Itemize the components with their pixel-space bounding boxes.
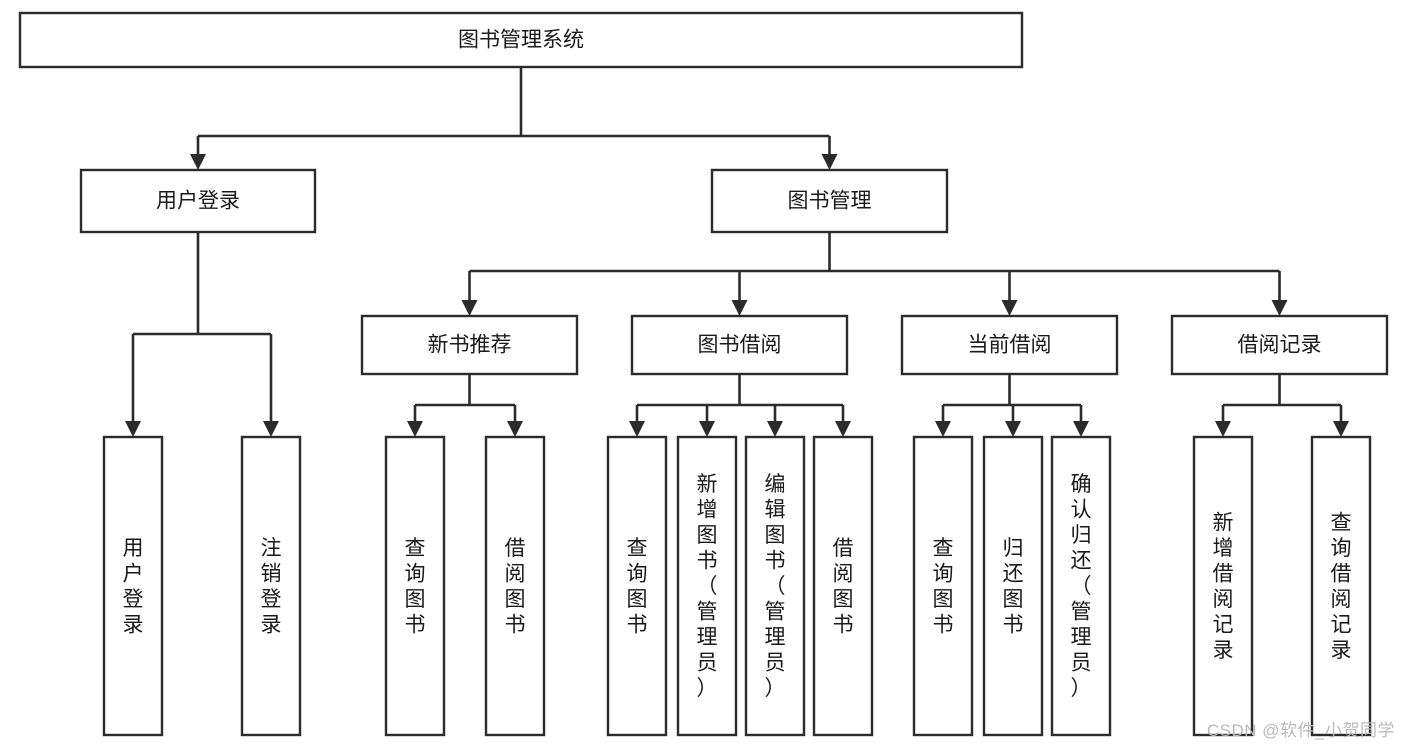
- node-new-book-rec[interactable]: 新书推荐: [360, 314, 579, 376]
- node-leaf-user-logout[interactable]: 注销登录: [240, 435, 302, 737]
- node-leaf-query-book-3[interactable]: 查询图书: [912, 435, 974, 737]
- node-leaf-query-book-2[interactable]: 查询图书: [606, 435, 668, 737]
- node-borrow-record[interactable]: 借阅记录: [1170, 314, 1389, 376]
- node-label-book-manage: 图书管理: [788, 190, 872, 213]
- node-box-borrow-record: [1170, 314, 1389, 376]
- node-label-leaf-query-book-3: 查询图书: [933, 537, 954, 637]
- arrow-head-book-borrow: [731, 300, 748, 316]
- node-box-book-borrow: [630, 314, 849, 376]
- arrow-head-leaf-query-book-2: [629, 421, 645, 437]
- node-label-leaf-query-book-2: 查询图书: [627, 537, 648, 637]
- node-label-leaf-query-book-1: 查询图书: [405, 537, 426, 637]
- node-box-new-book-rec: [360, 314, 579, 376]
- node-layer: 图书管理系统用户登录图书管理新书推荐图书借阅当前借阅借阅记录用户登录注销登录查询…: [18, 11, 1389, 737]
- node-box-leaf-query-book-1: [384, 435, 446, 737]
- node-label-leaf-borrow-book-2: 借阅图书: [833, 537, 854, 637]
- node-label-leaf-return-book: 归还图书: [1003, 537, 1024, 637]
- node-leaf-edit-book[interactable]: 编辑图书（管理员）: [744, 435, 806, 737]
- node-current-borrow[interactable]: 当前借阅: [900, 314, 1119, 376]
- arrow-head-leaf-return-book: [1005, 421, 1021, 437]
- edge-layer: [125, 67, 1349, 437]
- node-book-manage[interactable]: 图书管理: [710, 168, 949, 234]
- node-box-leaf-borrow-book-1: [484, 435, 546, 737]
- node-leaf-return-book[interactable]: 归还图书: [982, 435, 1044, 737]
- node-leaf-query-book-1[interactable]: 查询图书: [384, 435, 446, 737]
- node-label-user-login: 用户登录: [156, 190, 240, 213]
- arrow-head-leaf-add-record: [1215, 421, 1231, 437]
- node-user-login[interactable]: 用户登录: [79, 168, 317, 234]
- node-box-leaf-add-record: [1192, 435, 1254, 737]
- node-leaf-user-login[interactable]: 用户登录: [102, 435, 164, 737]
- arrow-head-user-login: [190, 154, 206, 170]
- node-label-root: 图书管理系统: [458, 29, 584, 52]
- node-leaf-add-record[interactable]: 新增借阅记录: [1192, 435, 1254, 737]
- node-leaf-borrow-book-2[interactable]: 借阅图书: [812, 435, 874, 737]
- node-box-user-login: [79, 168, 317, 234]
- arrow-head-borrow-record: [1271, 300, 1288, 316]
- node-box-leaf-add-book: [676, 435, 738, 737]
- node-label-leaf-user-logout: 注销登录: [261, 537, 282, 637]
- node-box-leaf-confirm-return: [1050, 435, 1112, 737]
- node-label-leaf-query-record: 查询借阅记录: [1331, 511, 1352, 662]
- node-box-leaf-query-record: [1310, 435, 1372, 737]
- node-box-current-borrow: [900, 314, 1119, 376]
- node-label-current-borrow: 当前借阅: [968, 334, 1052, 357]
- arrow-head-leaf-edit-book: [767, 421, 783, 437]
- node-label-leaf-borrow-book-1: 借阅图书: [505, 537, 526, 637]
- arrow-head-leaf-borrow-book-2: [835, 421, 851, 437]
- arrow-head-current-borrow: [1001, 300, 1018, 316]
- arrow-head-new-book-rec: [461, 300, 478, 316]
- node-label-leaf-add-book: 新增图书（管理员）: [697, 473, 718, 700]
- arrow-head-leaf-query-book-3: [935, 421, 951, 437]
- node-box-leaf-user-logout: [240, 435, 302, 737]
- node-label-book-borrow: 图书借阅: [698, 334, 782, 357]
- csdn-watermark: CSDN @软件_小贺同学: [1206, 721, 1395, 740]
- node-leaf-confirm-return[interactable]: 确认归还（管理员）: [1050, 435, 1112, 737]
- node-box-leaf-query-book-2: [606, 435, 668, 737]
- node-box-book-manage: [710, 168, 949, 234]
- arrow-head-leaf-user-logout: [263, 421, 279, 437]
- arrow-head-leaf-borrow-book-1: [507, 421, 523, 437]
- node-label-borrow-record: 借阅记录: [1238, 334, 1322, 357]
- node-leaf-borrow-book-1[interactable]: 借阅图书: [484, 435, 546, 737]
- arrow-head-leaf-confirm-return: [1073, 421, 1089, 437]
- node-label-new-book-rec: 新书推荐: [428, 334, 512, 357]
- node-label-leaf-edit-book: 编辑图书（管理员）: [765, 473, 786, 700]
- arrow-head-leaf-add-book: [699, 421, 715, 437]
- node-box-root: [18, 11, 1024, 69]
- arrow-head-book-manage: [821, 154, 838, 170]
- arrow-head-leaf-query-book-1: [407, 421, 423, 437]
- node-label-leaf-confirm-return: 确认归还（管理员）: [1071, 473, 1092, 700]
- node-leaf-query-record[interactable]: 查询借阅记录: [1310, 435, 1372, 737]
- node-label-leaf-add-record: 新增借阅记录: [1213, 511, 1234, 662]
- node-box-leaf-borrow-book-2: [812, 435, 874, 737]
- arrow-head-leaf-query-record: [1333, 421, 1349, 437]
- node-box-leaf-user-login: [102, 435, 164, 737]
- node-box-leaf-query-book-3: [912, 435, 974, 737]
- node-leaf-add-book[interactable]: 新增图书（管理员）: [676, 435, 738, 737]
- node-label-leaf-user-login: 用户登录: [123, 537, 144, 637]
- node-root[interactable]: 图书管理系统: [18, 11, 1024, 69]
- node-box-leaf-edit-book: [744, 435, 806, 737]
- node-box-leaf-return-book: [982, 435, 1044, 737]
- node-book-borrow[interactable]: 图书借阅: [630, 314, 849, 376]
- arrow-head-leaf-user-login: [125, 421, 141, 437]
